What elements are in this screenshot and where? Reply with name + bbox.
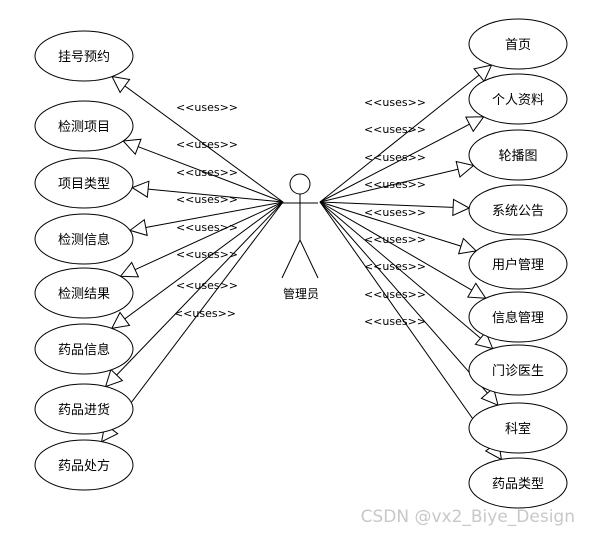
right-use-case-label-6: 门诊医生: [492, 364, 544, 379]
left-use-case-label-4: 检测结果: [58, 287, 110, 302]
right-uses-label-1: <<uses>>: [364, 123, 426, 136]
right-use-case-2: [468, 129, 568, 181]
right-uses-label-4: <<uses>>: [364, 206, 426, 219]
left-use-case-label-7: 药品处方: [58, 458, 110, 474]
right-association-line-2: [319, 168, 459, 203]
left-arrowhead-6: [104, 368, 124, 388]
right-association-line-6: [319, 201, 481, 339]
left-uses-label-2: <<uses>>: [176, 166, 238, 179]
right-use-case-label-7: 科室: [505, 421, 531, 437]
right-arrowhead-4: [457, 237, 478, 255]
right-use-case-4: [468, 238, 568, 290]
left-uses-label-7: <<uses>>: [174, 307, 236, 320]
left-use-case-4: [34, 267, 134, 319]
uses-labels: <<uses>> <<uses>> <<uses>> <<uses>> <<uses>>…: [174, 96, 426, 328]
actor: 管理员: [281, 173, 319, 301]
left-association-line-6: [116, 201, 284, 376]
right-use-case-7: [468, 402, 568, 454]
left-use-case-1: [34, 100, 134, 152]
left-arrowhead-0: [111, 75, 131, 94]
association-lines: [100, 64, 503, 461]
left-uses-label-6: <<uses>>: [176, 279, 238, 292]
right-arrowhead-3: [452, 198, 471, 217]
left-arrowhead-2: [131, 180, 150, 198]
right-association-line-7: [319, 201, 488, 394]
left-use-case-6: [34, 383, 134, 435]
right-use-case-label-4: 用户管理: [492, 257, 544, 273]
left-use-case-label-3: 检测信息: [58, 232, 110, 248]
left-use-case-2: [34, 157, 134, 209]
right-association-line-0: [319, 74, 480, 203]
left-uses-label-3: <<uses>>: [176, 193, 238, 206]
left-association-line-7: [110, 201, 284, 430]
right-arrowhead-6: [474, 331, 494, 350]
left-use-case-label-6: 药品进货: [58, 402, 110, 418]
left-association-line-3: [145, 201, 284, 229]
right-uses-label-2: <<uses>>: [364, 151, 426, 164]
right-arrowhead-0: [473, 64, 493, 83]
right-association-line-5: [319, 201, 473, 291]
right-use-case-5: [468, 291, 568, 343]
right-uses-label-7: <<uses>>: [364, 288, 426, 301]
right-arrowhead-1: [464, 116, 485, 133]
left-use-case-7: [34, 439, 134, 491]
left-use-case-label-2: 项目类型: [58, 177, 110, 192]
right-uses-label-0: <<uses>>: [364, 96, 426, 109]
left-use-case-label-0: 挂号预约: [58, 50, 110, 65]
left-uses-label-0: <<uses>>: [176, 101, 238, 114]
left-uses-label-5: <<uses>>: [176, 248, 238, 261]
right-use-case-label-3: 系统公告: [492, 204, 544, 219]
actor-left-leg: [281, 239, 301, 279]
left-use-case-0: [34, 30, 134, 82]
right-use-case-8: [468, 457, 568, 509]
right-use-case-3: [468, 184, 568, 236]
left-association-line-4: [134, 201, 284, 271]
left-arrowhead-1: [122, 138, 142, 156]
right-use-case-label-2: 轮播图: [498, 149, 537, 164]
right-use-case-6: [468, 344, 568, 396]
right-arrowhead-5: [466, 282, 487, 299]
left-association-line-2: [148, 188, 284, 203]
left-uses-label-4: <<uses>>: [176, 221, 238, 234]
actor-head: [289, 173, 311, 195]
right-use-case-1: [468, 73, 568, 125]
right-uses-label-3: <<uses>>: [364, 178, 426, 191]
left-arrowhead-4: [119, 261, 140, 278]
right-uses-label-6: <<uses>>: [364, 260, 426, 273]
actor-label: 管理员: [283, 286, 319, 301]
actor-right-leg: [299, 239, 319, 279]
left-association-line-5: [124, 201, 284, 320]
right-use-case-label-0: 首页: [505, 38, 531, 53]
right-association-line-4: [319, 201, 462, 247]
right-association-line-1: [319, 123, 470, 203]
left-association-line-0: [124, 85, 284, 203]
left-use-case-label-5: 药品信息: [58, 342, 110, 358]
right-association-line-8: [319, 201, 493, 447]
right-arrowhead-2: [455, 160, 475, 178]
right-use-case-label-5: 信息管理: [492, 310, 544, 326]
watermark: CSDN @vx2_Biye_Design: [361, 507, 575, 527]
left-use-case-3: [34, 213, 134, 265]
left-uses-label-1: <<uses>>: [176, 138, 238, 151]
right-use-case-label-8: 药品类型: [492, 477, 544, 492]
left-use-case-label-1: 检测项目: [58, 120, 110, 135]
left-association-line-1: [137, 146, 284, 203]
right-uses-label-8: <<uses>>: [364, 315, 426, 328]
left-arrowhead-5: [110, 311, 131, 330]
right-use-case-0: [468, 18, 568, 70]
right-association-line-3: [319, 201, 454, 208]
right-uses-label-5: <<uses>>: [364, 233, 426, 246]
right-use-case-label-1: 个人资料: [492, 93, 544, 108]
left-use-case-5: [34, 323, 134, 375]
left-arrowhead-3: [128, 218, 148, 237]
